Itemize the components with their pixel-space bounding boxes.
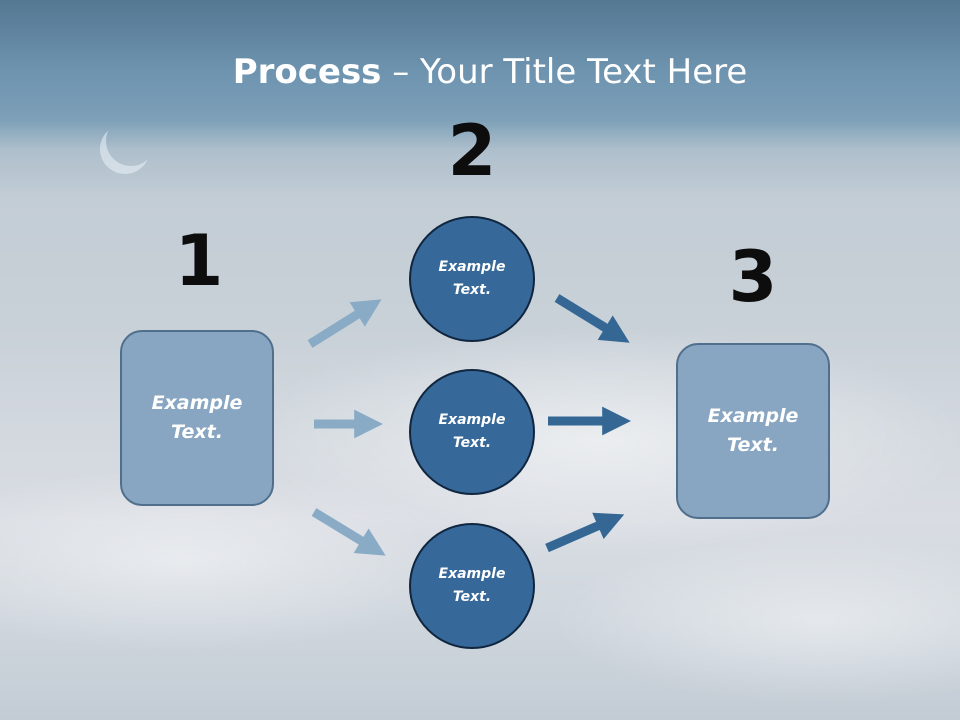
start-box: Example Text. — [120, 330, 274, 506]
circle-top-label: Example Text. — [438, 259, 506, 298]
arrow-left-to-bottom — [311, 508, 386, 556]
arrow-bottom-to-right — [545, 512, 625, 553]
circle-top: Example Text. — [409, 216, 535, 342]
start-box-label: Example Text. — [151, 392, 243, 443]
end-box: Example Text. — [676, 343, 830, 519]
step-number-2: 2 — [447, 110, 497, 192]
circle-middle-label: Example Text. — [438, 412, 506, 451]
circle-bottom: Example Text. — [409, 523, 535, 649]
title-bold: Process — [232, 52, 382, 92]
circle-middle: Example Text. — [409, 369, 535, 495]
end-box-label: Example Text. — [707, 405, 799, 456]
circle-bottom-label: Example Text. — [438, 566, 506, 605]
step-number-1: 1 — [174, 220, 224, 302]
arrow-top-to-right — [554, 294, 630, 343]
step-number-3: 3 — [728, 236, 778, 318]
slide-title: Process – Your Title Text Here — [0, 52, 960, 92]
arrow-left-to-top — [307, 299, 382, 348]
title-rest: – Your Title Text Here — [381, 52, 748, 92]
